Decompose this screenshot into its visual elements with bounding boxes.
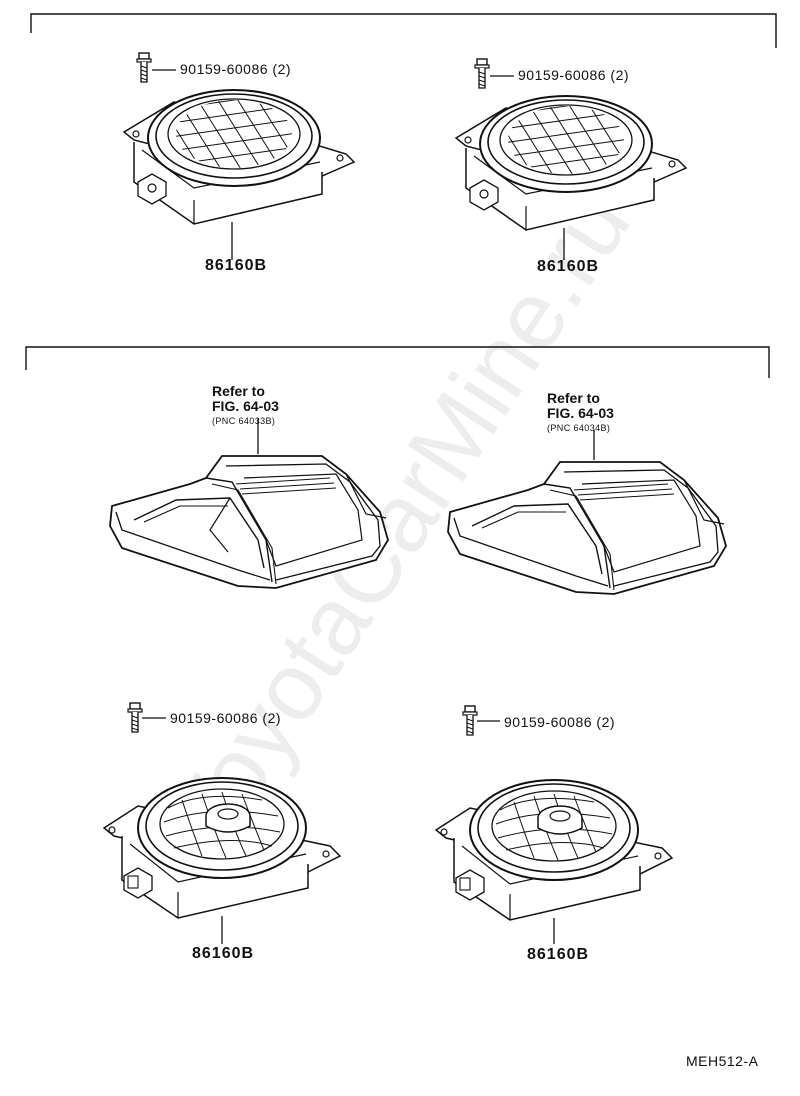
reference-pnc: (PNC 64033B) [212, 416, 276, 426]
bolt-icon [127, 702, 143, 733]
speaker-part-number: 86160B [205, 257, 268, 274]
bolt-part-number: 90159-60086 (2) [170, 710, 282, 726]
speaker-part-number: 86160B [537, 258, 600, 275]
reference-line-2: FIG. 64-03 [212, 398, 279, 414]
bolt-part-number: 90159-60086 (2) [518, 67, 630, 83]
trim-panel-right [447, 430, 727, 595]
bolt-part-number: 90159-60086 (2) [504, 714, 616, 730]
trim-panel-left [109, 418, 389, 589]
lower-section-frame [25, 346, 770, 378]
speaker-part-number: 86160B [527, 946, 590, 963]
bolt-part-number: 90159-60086 (2) [180, 61, 292, 77]
bolt-icon [136, 52, 152, 83]
speaker-upper-left [122, 89, 356, 260]
speaker-part-number: 86160B [192, 945, 255, 962]
reference-note: Refer to FIG. 64-03 (PNC 64034B) [547, 391, 614, 436]
reference-line-1: Refer to [212, 383, 265, 399]
speaker-lower-right [434, 779, 674, 944]
speaker-upper-right [454, 95, 688, 260]
bolt-icon [474, 58, 490, 89]
reference-line-1: Refer to [547, 390, 600, 406]
reference-pnc: (PNC 64034B) [547, 423, 611, 433]
reference-note: Refer to FIG. 64-03 (PNC 64033B) [212, 384, 279, 429]
upper-section-frame [30, 13, 777, 48]
bolt-icon [462, 705, 478, 736]
reference-line-2: FIG. 64-03 [547, 405, 614, 421]
diagram-code: MEH512-A [686, 1053, 759, 1069]
speaker-lower-left [102, 777, 342, 944]
